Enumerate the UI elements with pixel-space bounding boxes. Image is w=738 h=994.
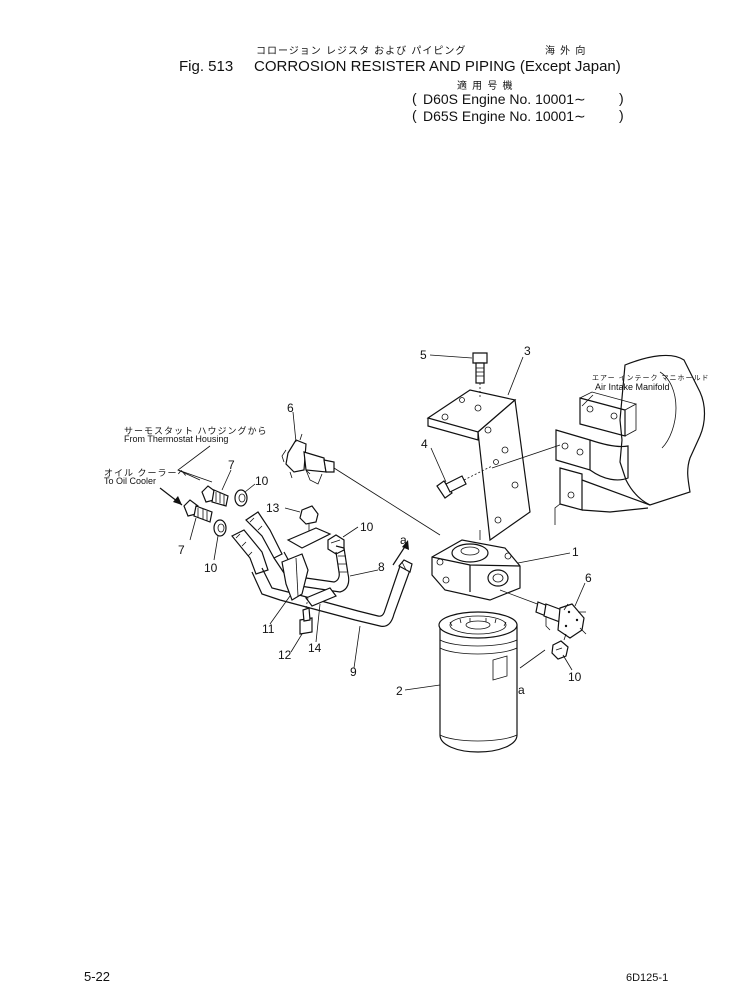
paren-left-1: ( [412,90,417,106]
air-intake-manifold [555,355,705,525]
engine-line-1: D60S Engine No. 10001∼ [423,91,586,107]
label-part-5: 5 [420,348,427,362]
engine-line-2: D65S Engine No. 10001∼ [423,108,586,124]
paren-right-1: ) [619,90,624,106]
leader-13 [285,508,300,512]
leader-1 [518,553,570,563]
arrowhead-a-upper [402,540,409,550]
leader-6-upper [293,412,296,442]
label-part-7-upper: 7 [228,458,235,472]
figure-label: Fig. 513 [179,58,234,75]
bolt-12 [300,598,312,634]
arrow-a-upper [393,545,406,565]
title-japanese: コロージョン レジスタ および パイピング [256,46,467,57]
label-a-lower: a [518,683,525,697]
resistor-head [432,540,520,600]
leader-14 [316,604,320,642]
oil-cooler-arrowhead [173,496,182,505]
connector-6-lower [500,590,586,640]
drawing-code: 6D125-1 [626,972,669,984]
label-part-9: 9 [350,665,357,679]
paren-left-2: ( [412,107,417,123]
label-part-13: 13 [266,501,280,515]
label-part-2: 2 [396,684,403,698]
leader-a-lower [520,650,545,668]
leader-10-mid [343,527,358,537]
label-part-14: 14 [308,641,322,655]
leader-7-upper [222,470,231,490]
leader-12 [291,634,302,652]
manifold-label-en: Air Intake Manifold [595,382,670,392]
leader-7-lower [190,518,196,540]
leader-8 [350,570,378,576]
paren-right-2: ) [619,107,624,123]
label-part-12: 12 [278,648,292,662]
label-part-11: 11 [262,622,275,636]
leader-9 [354,626,360,668]
manifold-leader [582,395,593,406]
bolt-13 [288,506,330,548]
leader-10-lower [563,655,572,670]
leader-2 [405,685,440,690]
label-part-7-lower: 7 [178,543,185,557]
label-part-1: 1 [572,545,579,559]
bolt-4 [437,466,492,498]
hose-8 [274,546,349,592]
label-part-4: 4 [421,437,428,451]
leader-5 [430,355,472,358]
label-part-10-d: 10 [568,670,582,684]
washer-10-a [235,490,247,506]
leader-3 [508,357,523,395]
filter-cartridge [439,612,517,752]
thermostat-label-jp: サーモスタット ハウジングから [124,426,268,436]
washer-10-b [214,520,226,536]
oil-cooler-label-jp: オイル クーラーへ [104,468,188,478]
leader-6-lower [575,583,585,606]
leader-11 [270,596,290,624]
region-japanese: 海 外 向 [545,46,587,57]
connector-6-upper [282,434,440,535]
bracket-centerline [492,445,560,468]
label-a-upper: a [400,533,407,547]
manifold-label-jp: エアー インテーク マニホールド [592,375,710,382]
label-part-10-b: 10 [204,561,218,575]
label-part-8: 8 [378,560,385,574]
thermostat-label-en: From Thermostat Housing [124,434,229,444]
bolt-5 [473,353,487,398]
label-part-6-lower: 6 [585,571,592,585]
hose-short [232,512,282,574]
label-part-10-c: 10 [360,520,374,534]
leader-10-a [245,484,255,492]
clamp-11 [282,554,336,606]
nut-10-lower [552,641,568,659]
bracket [428,390,530,540]
page-number: 5-22 [84,969,111,984]
adapter-7-upper [178,470,228,506]
nut-10-mid [328,535,344,554]
thermostat-leader [178,446,210,480]
adapter-7-lower [184,500,212,522]
oil-cooler-label-en: To Oil Cooler [104,476,157,486]
leader-4 [431,448,446,482]
leader-10-b [214,536,218,560]
label-part-10-a: 10 [255,474,269,488]
label-part-3: 3 [524,344,531,358]
label-part-6-upper: 6 [287,401,294,415]
applicable-japanese: 適 用 号 機 [457,81,514,92]
figure-title: CORROSION RESISTER AND PIPING (Except Ja… [254,58,621,75]
